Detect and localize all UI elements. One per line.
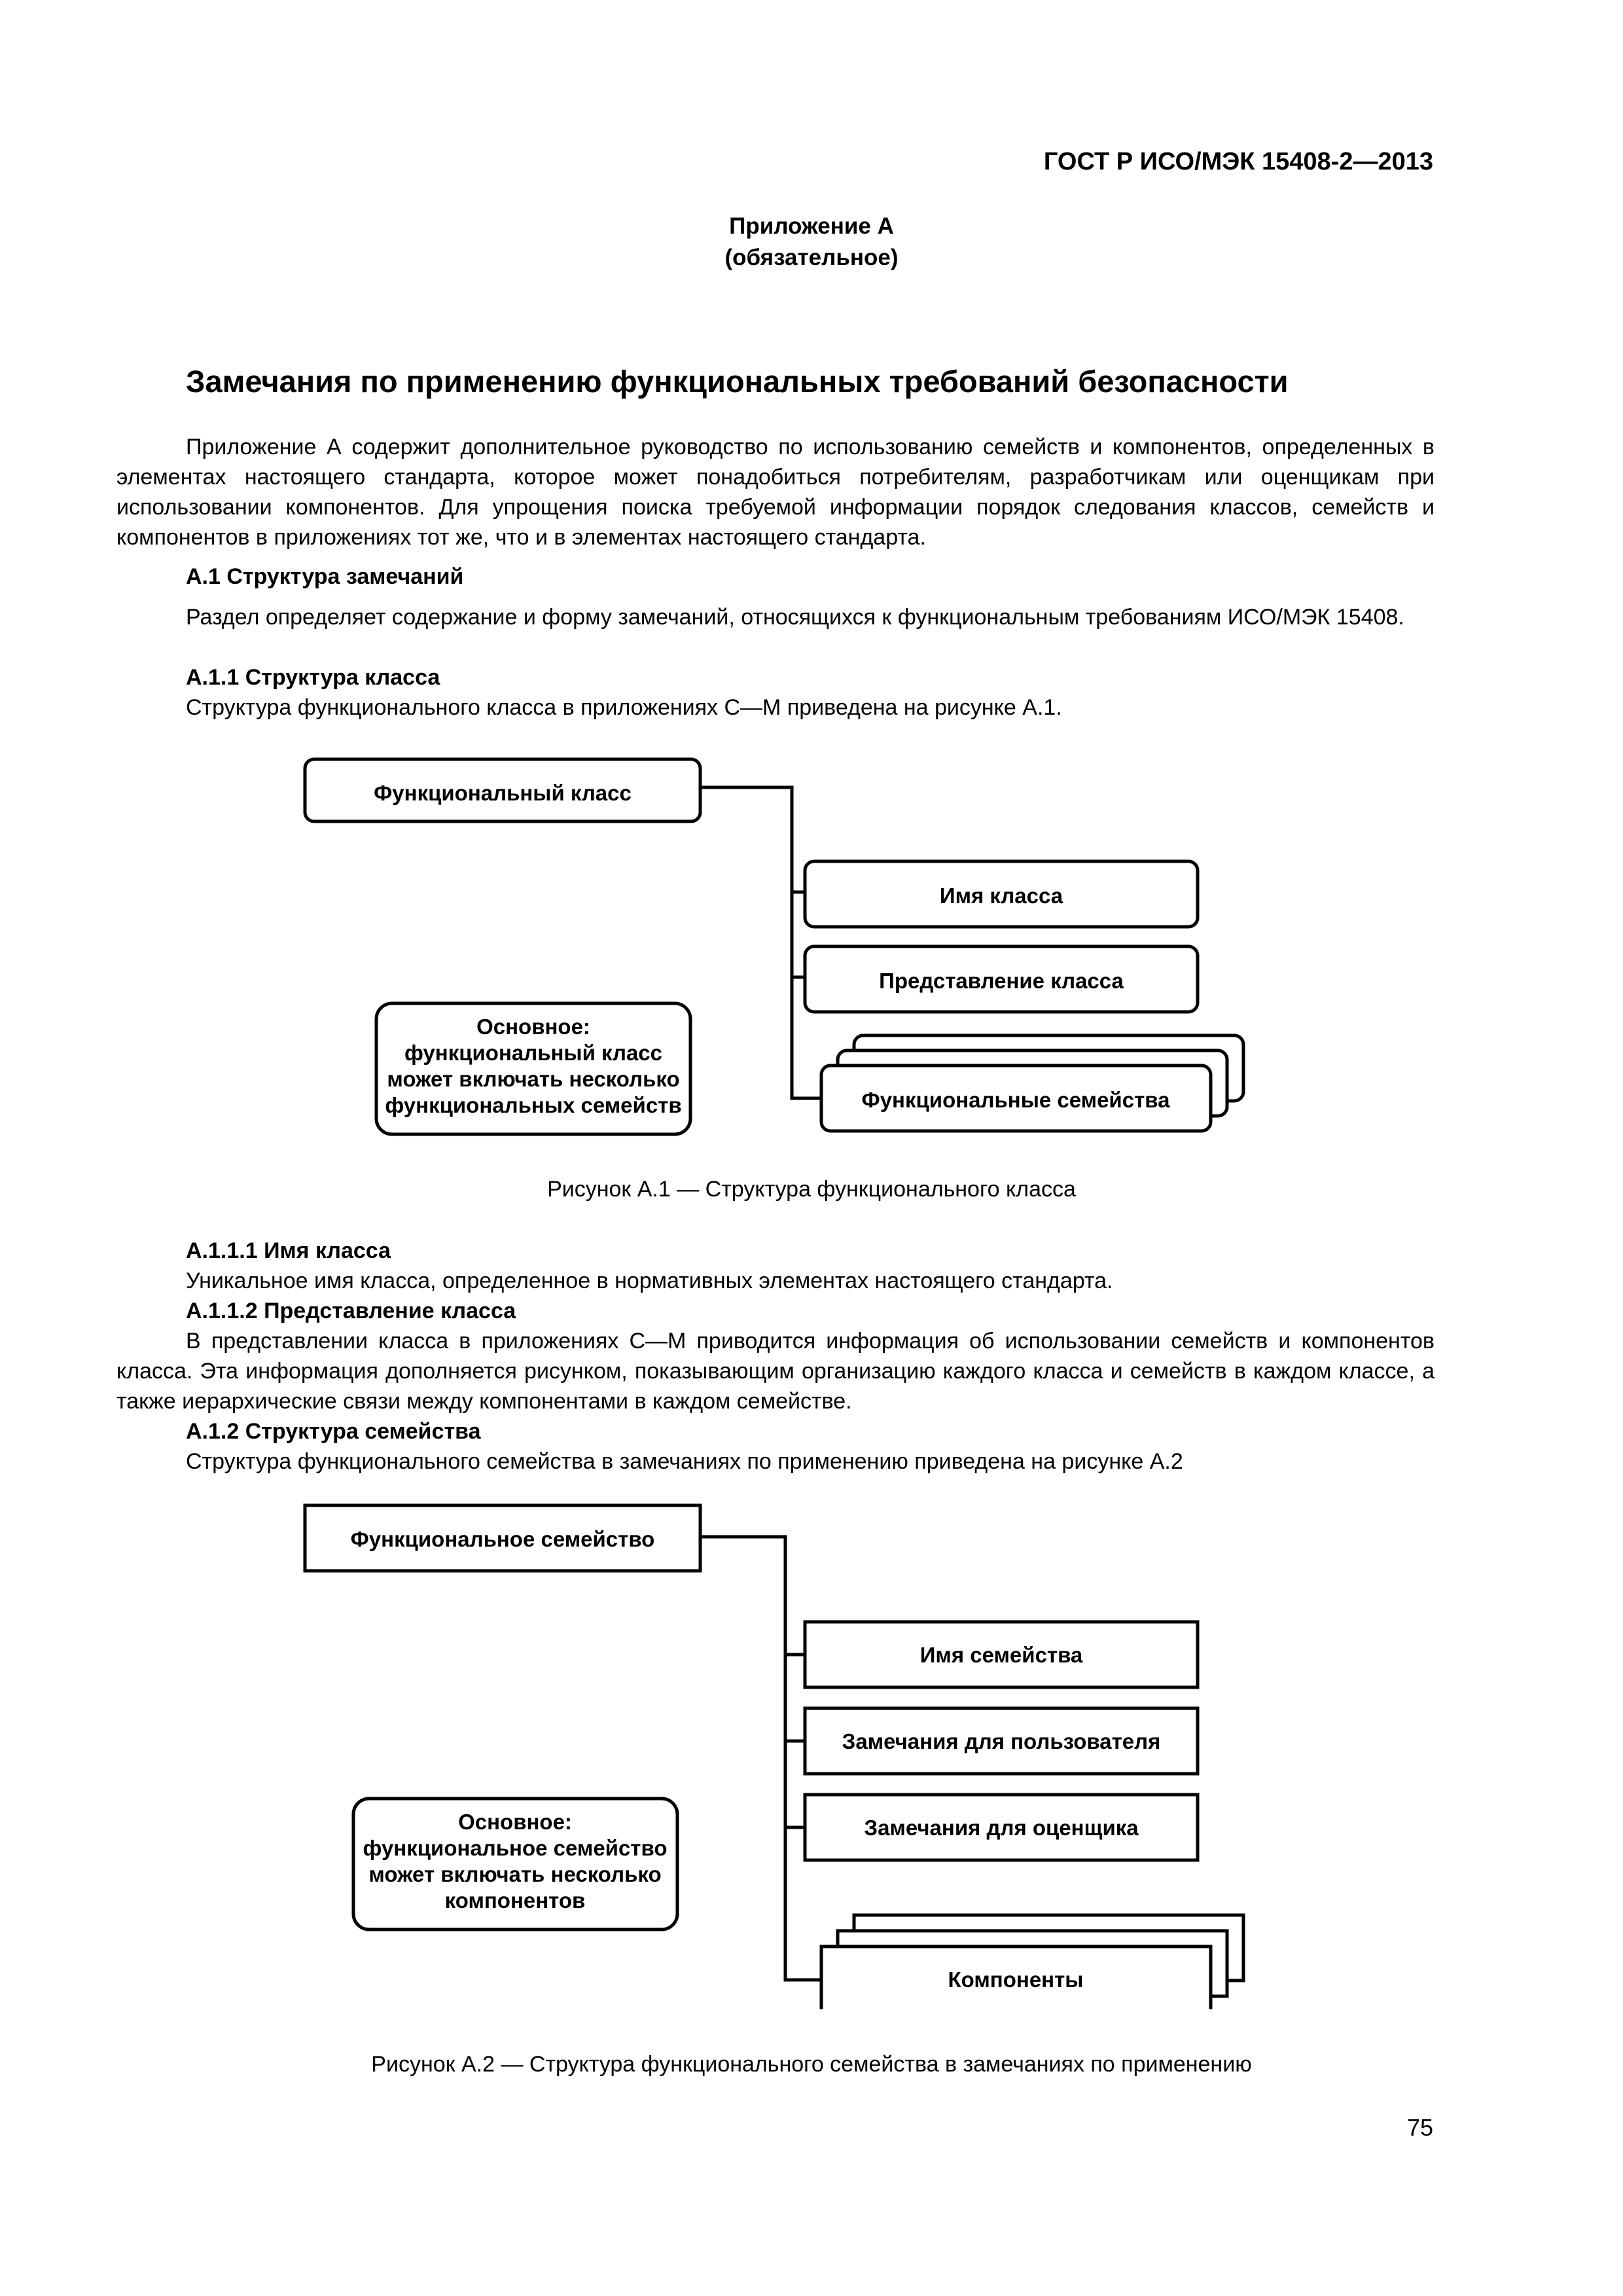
section-a11-heading: А.1.1 Структура класса <box>186 665 440 690</box>
section-a12-heading: А.1.2 Структура семейства <box>186 1419 481 1444</box>
section-a111-text: Уникальное имя класса, определенное в но… <box>186 1268 1113 1293</box>
fig1-note-line: функциональный класс <box>404 1041 662 1065</box>
fig1-note-line: функциональных семейств <box>385 1093 681 1117</box>
fig2-note-box <box>351 1797 679 1931</box>
figure-a1: Функциональный класс Имя класса Представ… <box>303 757 1245 1136</box>
section-a1-heading: А.1 Структура замечаний <box>186 564 464 589</box>
standard-code: ГОСТ Р ИСО/МЭК 15408-2—2013 <box>1043 148 1433 175</box>
section-a112-heading: А.1.1.2 Представление класса <box>186 1299 516 1323</box>
fig2-child-label: Замечания для пользователя <box>842 1729 1161 1753</box>
fig2-child-label: Имя семейства <box>920 1643 1083 1667</box>
fig1-child-box <box>803 944 1200 1014</box>
fig2-child-box <box>803 1706 1200 1776</box>
fig2-child-label: Замечания для оценщика <box>864 1816 1139 1840</box>
section-a12-text: Структура функционального семейства в за… <box>186 1449 1183 1474</box>
page-number: 75 <box>1406 2114 1433 2141</box>
fig1-note-line: Основное: <box>476 1014 590 1039</box>
fig2-note-line: Основное: <box>458 1810 572 1834</box>
annex-status: (обязательное) <box>724 245 899 270</box>
fig1-child-label: Функциональные семейства <box>862 1088 1171 1112</box>
section-a1-text: Раздел определяет содержание и форму зам… <box>186 605 1404 630</box>
fig1-root-box <box>303 757 702 823</box>
figure-a1-caption: Рисунок А.1 — Структура функционального … <box>547 1177 1076 1202</box>
section-a11-text: Структура функционального класса в прило… <box>186 695 1062 720</box>
fig2-child-label: Компоненты <box>948 1967 1084 1992</box>
figure-a2: Функциональное семейство Имя семейства З… <box>303 1503 1245 2009</box>
page-title: Замечания по применению функциональных т… <box>186 364 1289 399</box>
fig2-note-line: компонентов <box>445 1888 586 1912</box>
figure-a2-caption: Рисунок А.2 — Структура функционального … <box>371 2052 1252 2077</box>
fig1-note-box <box>374 1001 692 1136</box>
section-a111-heading: А.1.1.1 Имя класса <box>186 1238 391 1263</box>
fig1-note-line: может включать несколько <box>387 1067 679 1091</box>
fig2-child-box <box>803 1793 1200 1862</box>
fig1-root-label: Функциональный класс <box>374 781 632 805</box>
fig1-connector <box>700 785 821 1100</box>
fig2-root-label: Функциональное семейство <box>351 1527 655 1551</box>
fig2-connector <box>700 1535 821 1982</box>
fig1-child-label: Имя класса <box>940 884 1063 908</box>
fig2-child-box <box>819 1945 1213 2009</box>
intro-paragraph: Приложение А содержит дополнительное рук… <box>116 435 1435 550</box>
fig2-note-line: функциональное семейство <box>363 1836 668 1860</box>
fig1-child-box <box>819 1064 1213 1133</box>
fig2-root-box <box>303 1503 702 1573</box>
annex-name: Приложение А <box>729 213 894 239</box>
fig2-child-box <box>803 1620 1200 1689</box>
fig1-child-box <box>803 859 1200 929</box>
fig1-child-label: Представление класса <box>879 969 1124 993</box>
section-a112-text: В представлении класса в приложениях С—М… <box>116 1329 1435 1414</box>
fig2-note-line: может включать несколько <box>368 1862 661 1886</box>
